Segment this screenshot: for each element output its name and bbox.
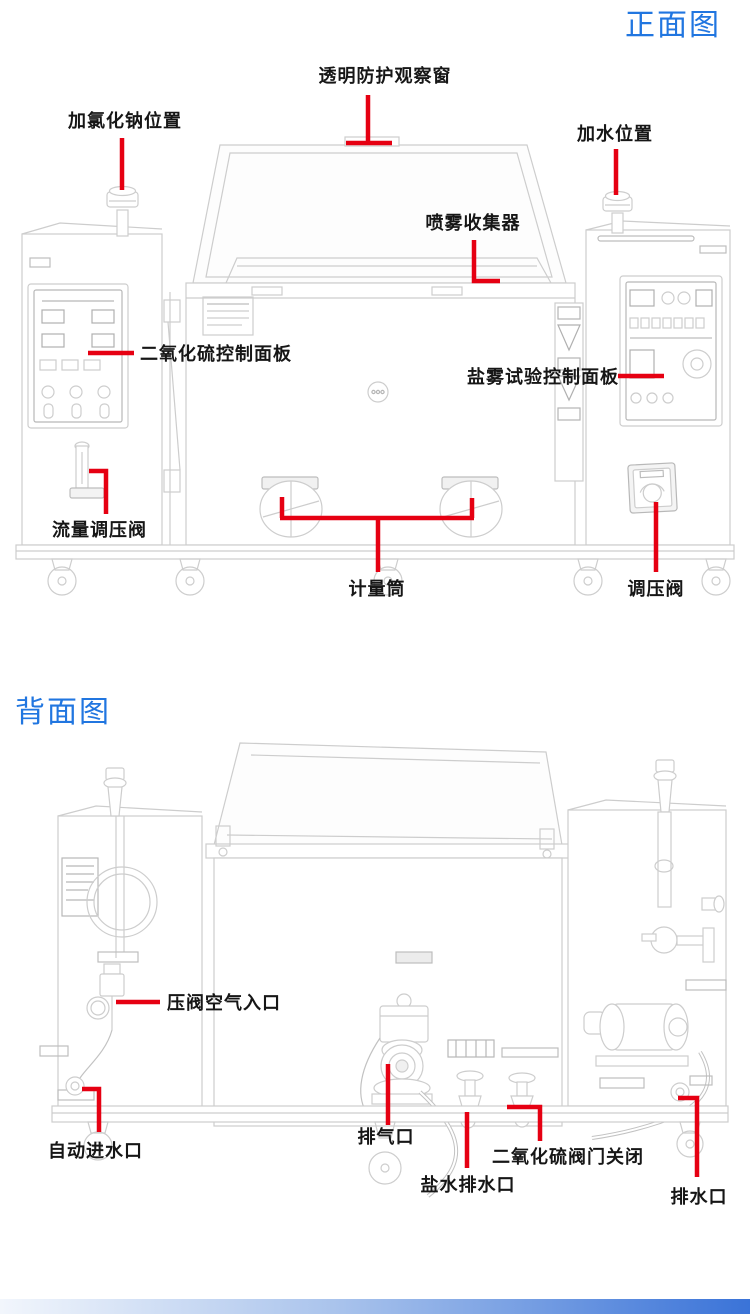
auto-water-inlet-fitting	[65, 1076, 85, 1096]
label-observation-window: 透明防护观察窗	[318, 66, 452, 86]
measuring-cylinder-left	[259, 476, 323, 538]
air-inlet-regulator	[79, 963, 125, 1079]
callout-flow-regulator	[89, 468, 109, 514]
label-drain-port: 排水口	[670, 1187, 728, 1207]
front-base	[15, 544, 735, 596]
label-air-inlet: 压阀空气入口	[167, 993, 281, 1013]
hinge-column	[163, 292, 181, 545]
back-right-cap	[653, 759, 677, 813]
label-salt-water-drain: 盐水排水口	[420, 1175, 516, 1195]
front-view-title: 正面图	[625, 9, 721, 42]
label-flow-regulator: 流量调压阀	[52, 520, 147, 540]
so2-control-panel-drawing	[27, 283, 129, 429]
caster	[701, 558, 731, 596]
flow-regulator-drawing	[69, 441, 105, 499]
caster	[47, 558, 77, 596]
back-left-cabinet	[39, 767, 203, 1109]
back-left-cap	[103, 767, 127, 817]
back-right-cabinet	[567, 759, 727, 1140]
label-pressure-regulator: 调压阀	[627, 579, 685, 599]
label-salt-spray-panel: 盐雾试验控制面板	[467, 367, 619, 387]
back-view-drawing	[39, 742, 729, 1198]
callout-so2-valve-closed	[507, 1104, 543, 1141]
pressure-regulator-drawing	[627, 462, 678, 514]
label-exhaust-port: 排气口	[357, 1127, 415, 1147]
callout-measuring-cylinder	[279, 497, 475, 572]
salt-spray-panel-drawing	[619, 275, 723, 427]
front-right-cabinet	[585, 190, 731, 546]
label-nacl-position: 加氯化钠位置	[68, 111, 182, 131]
label-so2-valve-closed: 二氧化硫阀门关闭	[492, 1147, 644, 1167]
caster	[573, 558, 603, 596]
label-measuring-cylinder: 计量筒	[348, 579, 406, 599]
back-pump	[583, 1003, 689, 1067]
label-spray-collector: 喷雾收集器	[425, 213, 521, 233]
front-left-cabinet	[21, 185, 163, 546]
water-fill-cap	[602, 190, 633, 234]
chamber-front-body	[185, 282, 584, 546]
observation-window-lid	[192, 136, 567, 284]
back-lid	[213, 742, 563, 846]
back-view-title: 背面图	[15, 696, 111, 729]
label-auto-water-inlet: 自动进水口	[48, 1141, 143, 1161]
callout-drain-port	[678, 1095, 700, 1177]
right-ball-valve	[641, 926, 715, 963]
bottom-gradient-bar	[0, 1299, 750, 1314]
label-water-position: 加水位置	[577, 124, 653, 144]
callout-auto-water-inlet	[82, 1086, 102, 1132]
nacl-fill-cap	[106, 185, 139, 237]
callout-spray-collector	[471, 240, 500, 284]
front-view-drawing	[15, 136, 735, 596]
label-so2-panel: 二氧化硫控制面板	[140, 344, 292, 364]
callout-observation-window	[346, 95, 392, 146]
caster	[175, 558, 205, 596]
